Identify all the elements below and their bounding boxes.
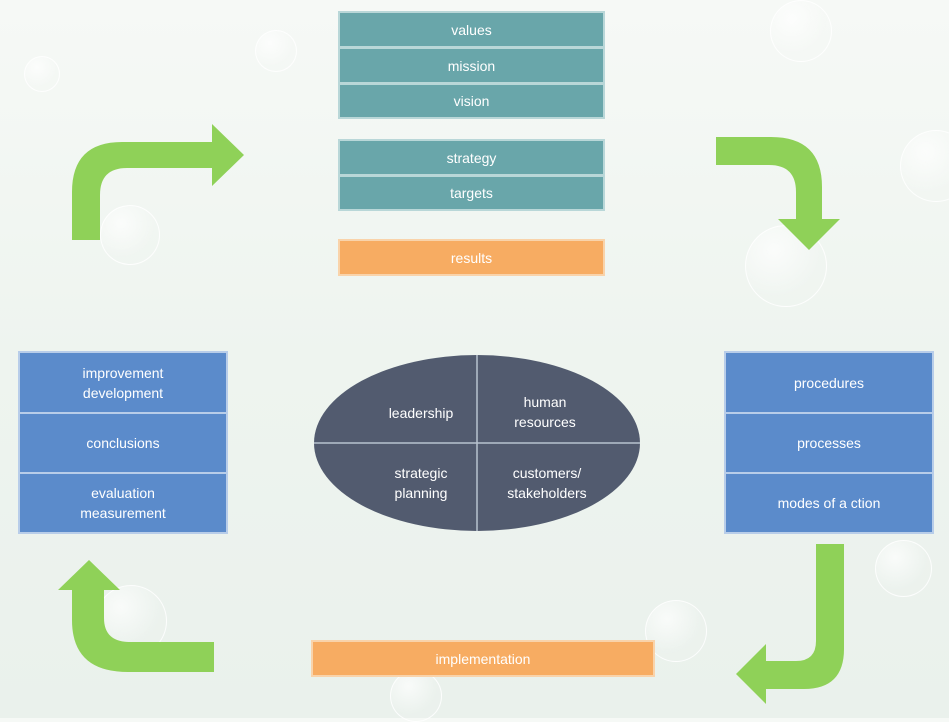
implementation-box: implementation [311, 640, 655, 677]
results-box: results [338, 239, 605, 276]
targets-box: targets [338, 175, 605, 211]
center-ellipse [314, 355, 640, 531]
arrow-left-up-icon [58, 560, 214, 672]
background-bubble [100, 205, 160, 265]
modes-of-action-box: modes of a ction [724, 472, 934, 534]
vision-box: vision [338, 83, 605, 119]
evaluation-measurement-box: evaluation measurement [18, 472, 228, 534]
conclusions-box: conclusions [18, 412, 228, 474]
background-bubble [645, 600, 707, 662]
strategic-planning-label: strategic planning [394, 465, 448, 501]
background-bubble [255, 30, 297, 72]
mission-box: mission [338, 47, 605, 84]
values-box: values [338, 11, 605, 48]
procedures-box: procedures [724, 351, 934, 414]
customers-stakeholders-label: customers/ stakeholders [507, 465, 587, 501]
processes-box: processes [724, 412, 934, 474]
arrow-down-left-icon [736, 544, 844, 704]
arrow-right-down-icon [716, 137, 840, 250]
background-bubble [900, 130, 949, 202]
background-bubble [875, 540, 932, 597]
leadership-label: leadership [388, 405, 454, 421]
background-bubble [24, 56, 60, 92]
background-bubble [390, 670, 442, 722]
human-resources-label: human resources [514, 394, 576, 430]
arrow-up-right-icon [72, 124, 244, 240]
improvement-development-box: improvement development [18, 351, 228, 414]
strategy-box: strategy [338, 139, 605, 176]
background-bubble [770, 0, 832, 62]
